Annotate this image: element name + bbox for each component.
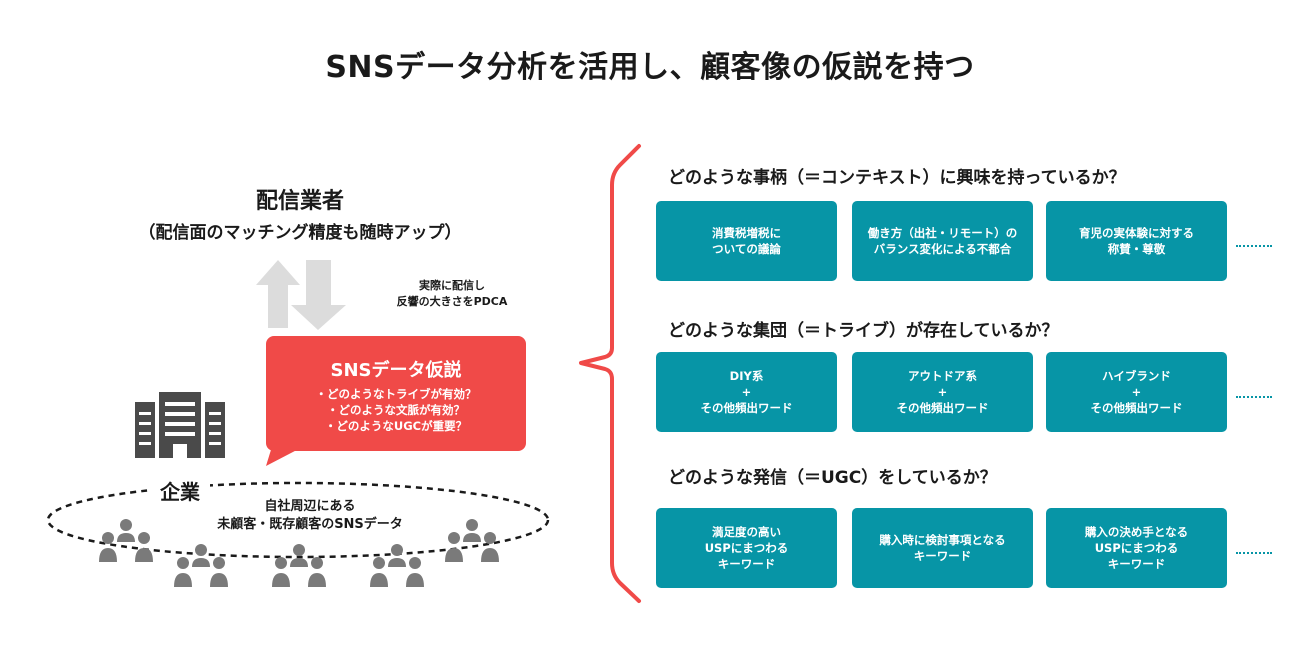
question-tribe: どのような集団（＝トライブ）が存在しているか？ <box>668 321 1059 341</box>
ugc-box: 購入時に検討事項となる キーワード <box>852 508 1033 588</box>
context-box: 消費税増税に ついての議論 <box>656 201 837 281</box>
up-arrow-icon <box>256 260 300 328</box>
hypothesis-bubble: SNSデータ仮説 ・どのようなトライブが有効？ ・どのような文脈が有効？ ・どの… <box>266 336 526 451</box>
bubble-title: SNSデータ仮説 <box>330 360 462 381</box>
people-group-icon <box>445 519 499 562</box>
tribe-box: アウトドア系 + その他頻出ワード <box>852 352 1033 432</box>
vendor-title: 配信業者 <box>255 189 344 214</box>
question-ugc: どのような発信（＝UGC）をしているか？ <box>668 468 997 488</box>
people-group-icon <box>99 519 153 562</box>
ugc-box: 満足度の高い USPにまつわる キーワード <box>656 508 837 588</box>
tribe-box: ハイブランド + その他頻出ワード <box>1046 352 1227 432</box>
page-title: SNSデータ分析を活用し、顧客像の仮説を持つ <box>325 50 975 85</box>
context-box: 育児の実体験に対する 称賛・尊敬 <box>1046 201 1227 281</box>
tribe-box: DIY系 + その他頻出ワード <box>656 352 837 432</box>
company-label: 企業 <box>150 476 210 505</box>
more-ellipsis <box>1236 552 1272 554</box>
curly-brace <box>579 144 641 603</box>
pdca-note: 実際に配信し 反響の大きさをPDCA <box>372 278 532 310</box>
people-group-icon <box>272 544 326 587</box>
more-ellipsis <box>1236 396 1272 398</box>
up-down-arrows-icon <box>256 260 346 330</box>
building-icon <box>135 392 225 458</box>
bubble-line: ・どのようなトライブが有効？ <box>315 387 477 401</box>
question-context: どのような事柄（＝コンテキスト）に興味を持っているか？ <box>668 168 1126 188</box>
bubble-line: ・どのような文脈が有効？ <box>327 403 465 417</box>
pdca-line: 実際に配信し <box>419 279 485 292</box>
more-ellipsis <box>1236 245 1272 247</box>
down-arrow-icon <box>291 260 346 330</box>
customer-data-line: 未顧客・既存顧客のSNSデータ <box>217 517 403 532</box>
people-group-icon <box>370 544 424 587</box>
customer-data-label: 自社周辺にある 未顧客・既存顧客のSNSデータ <box>190 498 430 534</box>
customer-data-line: 自社周辺にある <box>264 499 356 514</box>
people-group-icon <box>174 544 228 587</box>
customer-data-ellipse <box>46 481 550 559</box>
ugc-box: 購入の決め手となる USPにまつわる キーワード <box>1046 508 1227 588</box>
bubble-line: ・どのようなUGCが重要？ <box>324 419 468 433</box>
pdca-line: 反響の大きさをPDCA <box>396 295 508 308</box>
context-box: 働き方（出社・リモート）の バランス変化による不都合 <box>852 201 1033 281</box>
vendor-subtitle: （配信面のマッチング精度も随時アップ） <box>138 223 462 243</box>
